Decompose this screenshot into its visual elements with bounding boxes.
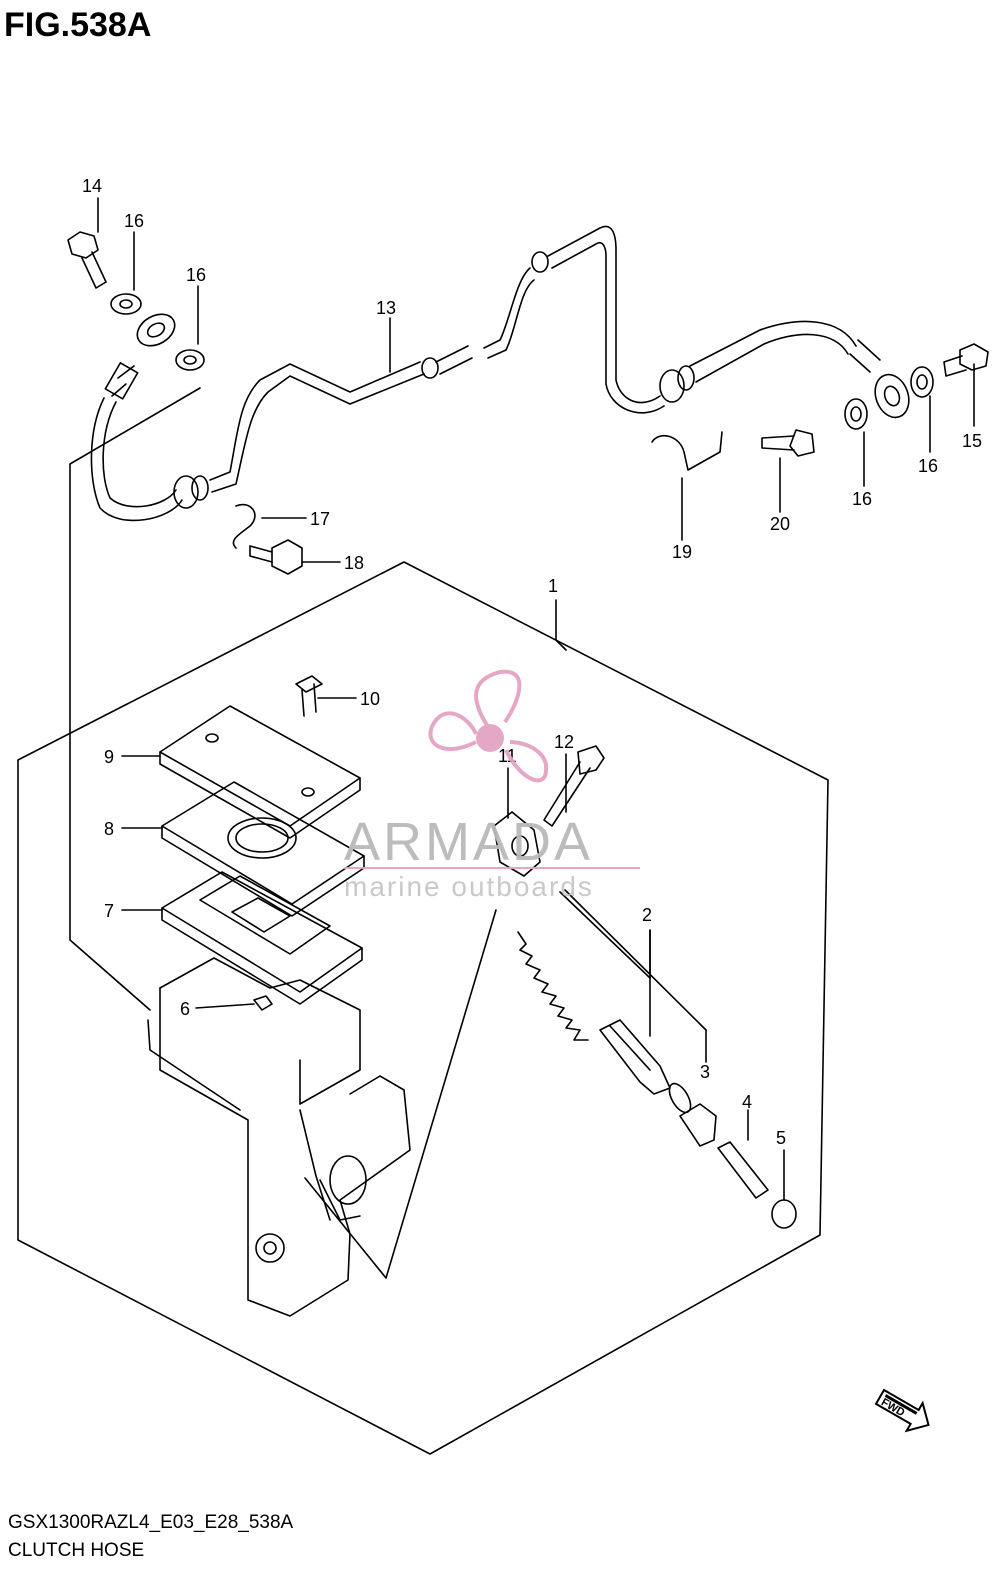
cap-5	[771, 1199, 797, 1229]
figure-title: FIG.538A	[4, 6, 152, 44]
assembly-outline	[17, 561, 829, 1455]
label-16d: 16	[918, 456, 938, 476]
banjo-right	[874, 373, 910, 419]
watermark-tagline: marine outboards	[344, 871, 594, 902]
washer-16d	[844, 398, 868, 430]
label-1: 1	[548, 576, 558, 596]
pushrod-4	[717, 1141, 769, 1199]
bolt-14	[67, 231, 107, 289]
label-15: 15	[962, 431, 982, 451]
clip-19	[651, 431, 723, 471]
label-20: 20	[770, 514, 790, 534]
label-18: 18	[344, 553, 364, 573]
bolt-12	[543, 745, 605, 827]
label-13: 13	[376, 298, 396, 318]
clip-17	[232, 503, 256, 549]
master-cylinder-body	[147, 957, 411, 1317]
label-8: 8	[104, 819, 114, 839]
label-10: 10	[360, 689, 380, 709]
label-9: 9	[104, 747, 114, 767]
diagram-code: GSX1300RAZL4_E03_E28_538A	[8, 1512, 294, 1533]
label-4: 4	[742, 1092, 752, 1112]
bolt-20	[761, 429, 815, 457]
banjo-left	[136, 313, 176, 347]
washer-16a	[110, 293, 142, 315]
fwd-arrow-icon: FWD	[874, 1388, 930, 1433]
watermark-logo: ARMADA marine outboards	[344, 669, 640, 902]
spring	[517, 931, 589, 1041]
label-14: 14	[82, 176, 102, 196]
reservoir-cap	[159, 705, 361, 839]
clutch-hose	[90, 225, 881, 522]
label-16b: 16	[186, 265, 206, 285]
guide-triangle	[304, 909, 497, 1279]
diaphragm	[161, 871, 363, 1005]
clip-6	[253, 995, 273, 1011]
diagram-name: CLUTCH HOSE	[8, 1540, 145, 1561]
label-12: 12	[554, 732, 574, 752]
label-6: 6	[180, 999, 190, 1019]
washer-16b	[175, 349, 205, 371]
washer-16c	[910, 366, 934, 398]
bolt-18	[249, 539, 303, 575]
label-19: 19	[672, 542, 692, 562]
screw-10	[295, 675, 323, 717]
label-2: 2	[642, 905, 652, 925]
boot	[679, 1103, 717, 1147]
label-17: 17	[310, 509, 330, 529]
piston	[599, 1019, 671, 1095]
label-5: 5	[776, 1128, 786, 1148]
label-16c: 16	[852, 489, 872, 509]
bolt-15	[943, 343, 989, 377]
pivot-boss	[493, 811, 541, 877]
label-7: 7	[104, 901, 114, 921]
watermark-brand: ARMADA	[344, 812, 593, 872]
label-16a: 16	[124, 211, 144, 231]
diaphragm-plate	[161, 781, 365, 917]
label-3: 3	[700, 1062, 710, 1082]
